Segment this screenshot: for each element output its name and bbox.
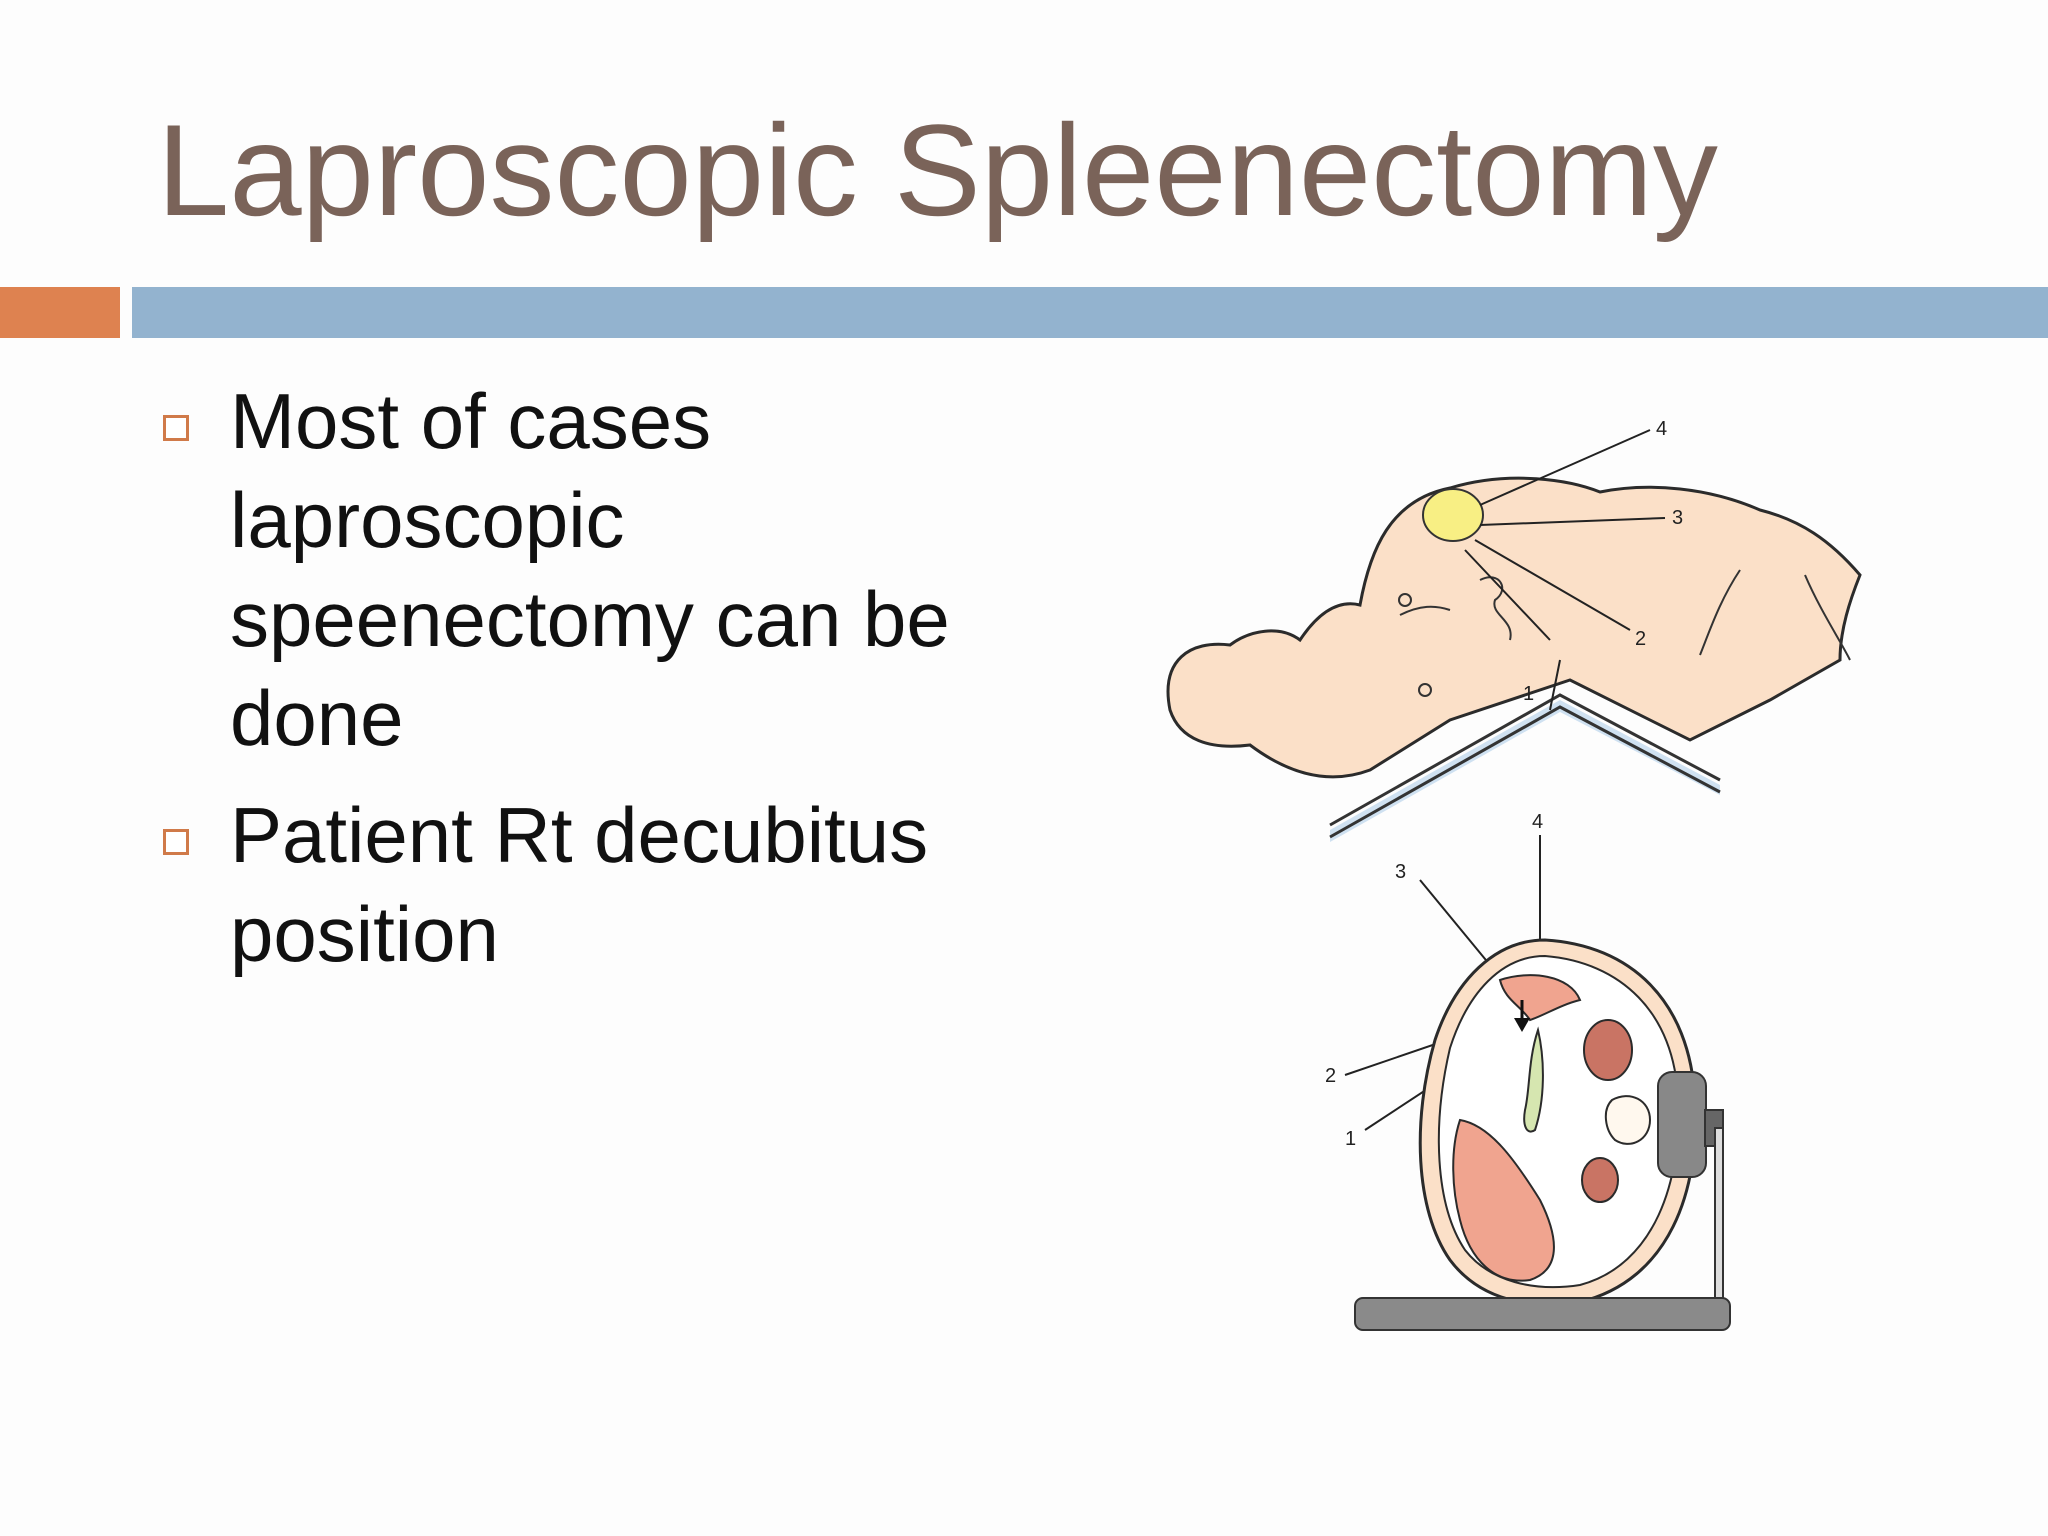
spleen [1498,974,1582,1022]
label-2-bottom: 2 [1325,1065,1336,1087]
bullet-text: Patient Rt decubitus position [230,791,929,978]
spleenectomy-position-illustration: 4 3 2 1 4 3 2 1 [1150,400,1890,1360]
side-support-pad [1657,1071,1707,1178]
bullet-list: Most of cases laproscopic speenectomy ca… [160,372,1020,1002]
title-accent-orange-bar [0,287,120,338]
patient-body [1166,476,1862,779]
patient-lateral-view: 4 3 2 1 [1166,418,1862,842]
square-bullet-icon [163,829,189,855]
cross-section-view: 4 3 2 1 [1325,811,1731,1331]
slide-title: Laproscopic Spleenectomy [157,97,1718,243]
bullet-item: Patient Rt decubitus position [160,786,1020,984]
title-accent-blue-bar [132,287,2048,338]
kidney-upper [1583,1019,1633,1081]
bullet-text: Most of cases laproscopic speenectomy ca… [230,377,950,762]
bullet-item: Most of cases laproscopic speenectomy ca… [160,372,1020,768]
operating-table [1330,700,1720,842]
kidney-lower [1581,1157,1619,1203]
vertebra [1604,1095,1652,1145]
liver [1452,1118,1555,1282]
label-1-top: 1 [1523,683,1534,705]
operating-table-base [1354,1297,1731,1331]
label-2-top: 2 [1635,628,1646,650]
label-4-top: 4 [1656,418,1667,440]
label-3-bottom: 3 [1395,861,1406,883]
label-4-bottom: 4 [1532,811,1543,833]
label-1-bottom: 1 [1345,1128,1356,1150]
medical-illustration-svg: 4 3 2 1 4 3 2 1 [1166,418,1862,1331]
port-site [1422,488,1484,542]
label-3-top: 3 [1672,507,1683,529]
square-bullet-icon [163,415,189,441]
pancreas [1523,1026,1544,1133]
